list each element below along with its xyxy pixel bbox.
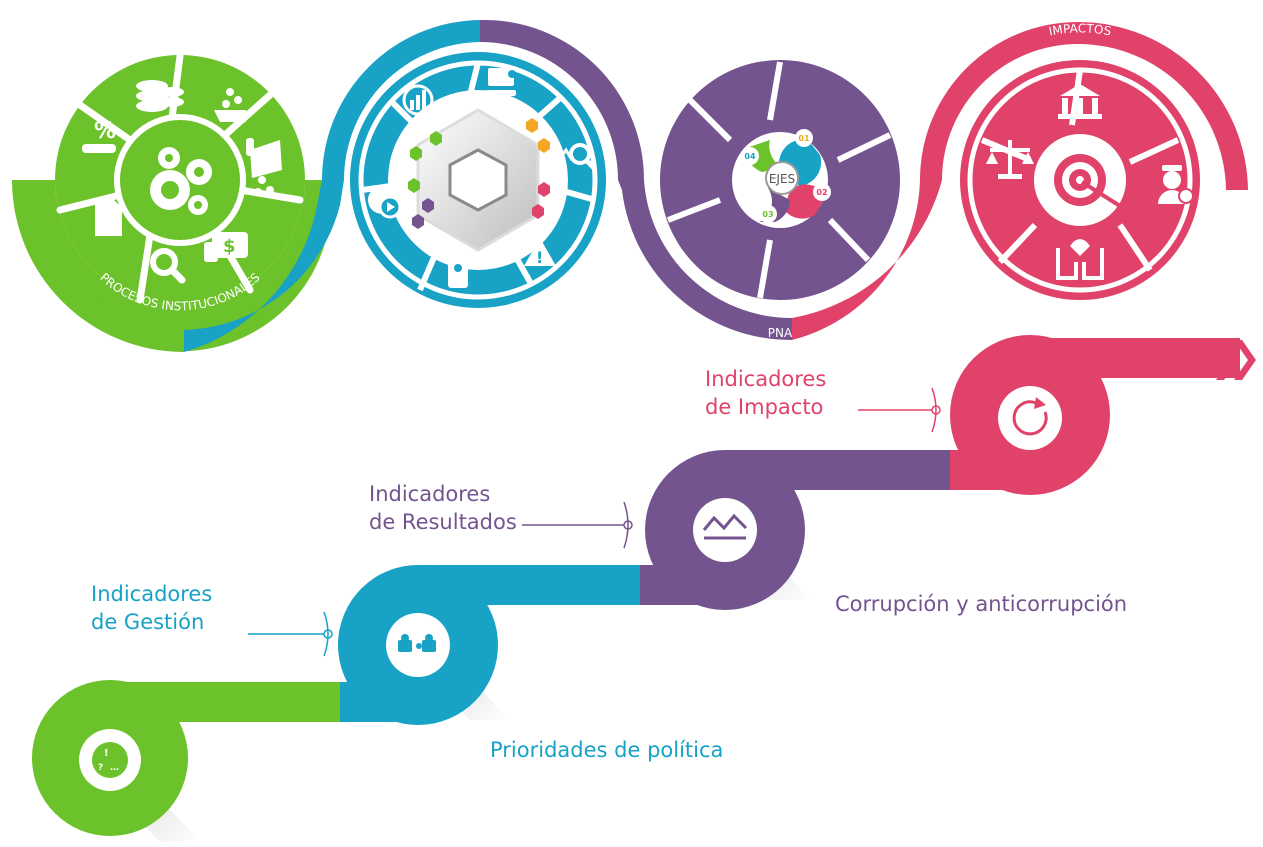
- pna-label: PNA: [768, 326, 793, 340]
- svg-text:03: 03: [762, 210, 773, 219]
- connector-resultados: [522, 501, 633, 549]
- care-hands-icon: [1056, 239, 1104, 280]
- badge-02: 02: [813, 183, 831, 201]
- svg-text:…: …: [110, 763, 119, 773]
- chat-bubbles-icon: ! ? …: [92, 742, 128, 778]
- svg-text:04: 04: [744, 152, 756, 161]
- magnifier-icon: [150, 248, 186, 284]
- red-band: [792, 22, 1248, 340]
- phone-icon: [448, 254, 468, 288]
- coins-stack-icon: [136, 80, 184, 112]
- hexagon-icon: [416, 108, 540, 252]
- arrows-icon: [1216, 340, 1256, 380]
- indicadores-gestion-label: Indicadores de Gestión: [91, 582, 213, 634]
- svg-text:!: !: [536, 248, 543, 267]
- officer-icon: [1158, 165, 1194, 204]
- hex-dots: [408, 118, 550, 229]
- institution-icon: [1058, 84, 1102, 119]
- svg-text:%: %: [94, 119, 116, 144]
- presentation-icon: [486, 68, 516, 96]
- target-icon: [1054, 154, 1122, 208]
- badge-01: 01: [795, 129, 813, 147]
- refresh-icon: [1012, 397, 1048, 436]
- impactos-label: IMPACTOS: [1047, 21, 1112, 38]
- svg-text:?: ?: [98, 763, 103, 773]
- percent-hand-icon: %: [82, 119, 116, 153]
- indicadores-impacto-label: Indicadores de Impacto: [705, 367, 827, 419]
- green-band-tail: [12, 180, 184, 352]
- gear-play-icon: [368, 186, 402, 219]
- step-green: [32, 680, 340, 836]
- svg-text:02: 02: [816, 188, 827, 197]
- connector-gestion: [248, 611, 333, 657]
- giving-hand-icon: [246, 138, 282, 178]
- svg-text:01: 01: [798, 134, 810, 143]
- badge-04: 04: [741, 147, 759, 165]
- coin-dots-icon: [254, 176, 274, 196]
- indicadores-resultados-label: Indicadores de Resultados: [369, 482, 517, 534]
- scales-icon: [986, 140, 1034, 179]
- gears-icon: [150, 147, 212, 215]
- puzzle-icon: [398, 634, 436, 652]
- step-red: [950, 335, 1240, 495]
- line-chart-icon: [702, 513, 748, 540]
- ejes-center: EJES: [769, 172, 795, 186]
- svg-text:$: $: [223, 236, 236, 257]
- money-chat-icon: $: [204, 232, 248, 262]
- document-icon: [95, 198, 122, 236]
- hand-coins-icon: [214, 88, 246, 122]
- connector-impacto: [858, 387, 941, 433]
- search-chart-icon: [558, 143, 597, 171]
- step-purple: [640, 450, 970, 610]
- warning-icon: !: [524, 238, 556, 267]
- prioridades-label: Prioridades de política: [490, 738, 724, 762]
- corrupcion-label: Corrupción y anticorrupción: [835, 592, 1128, 616]
- svg-text:!: !: [104, 748, 109, 759]
- blue-band: [184, 20, 480, 352]
- badge-03: 03: [759, 205, 777, 223]
- step-blue: [338, 565, 660, 725]
- purple-band: [480, 19, 792, 341]
- growth-icon: [402, 84, 434, 116]
